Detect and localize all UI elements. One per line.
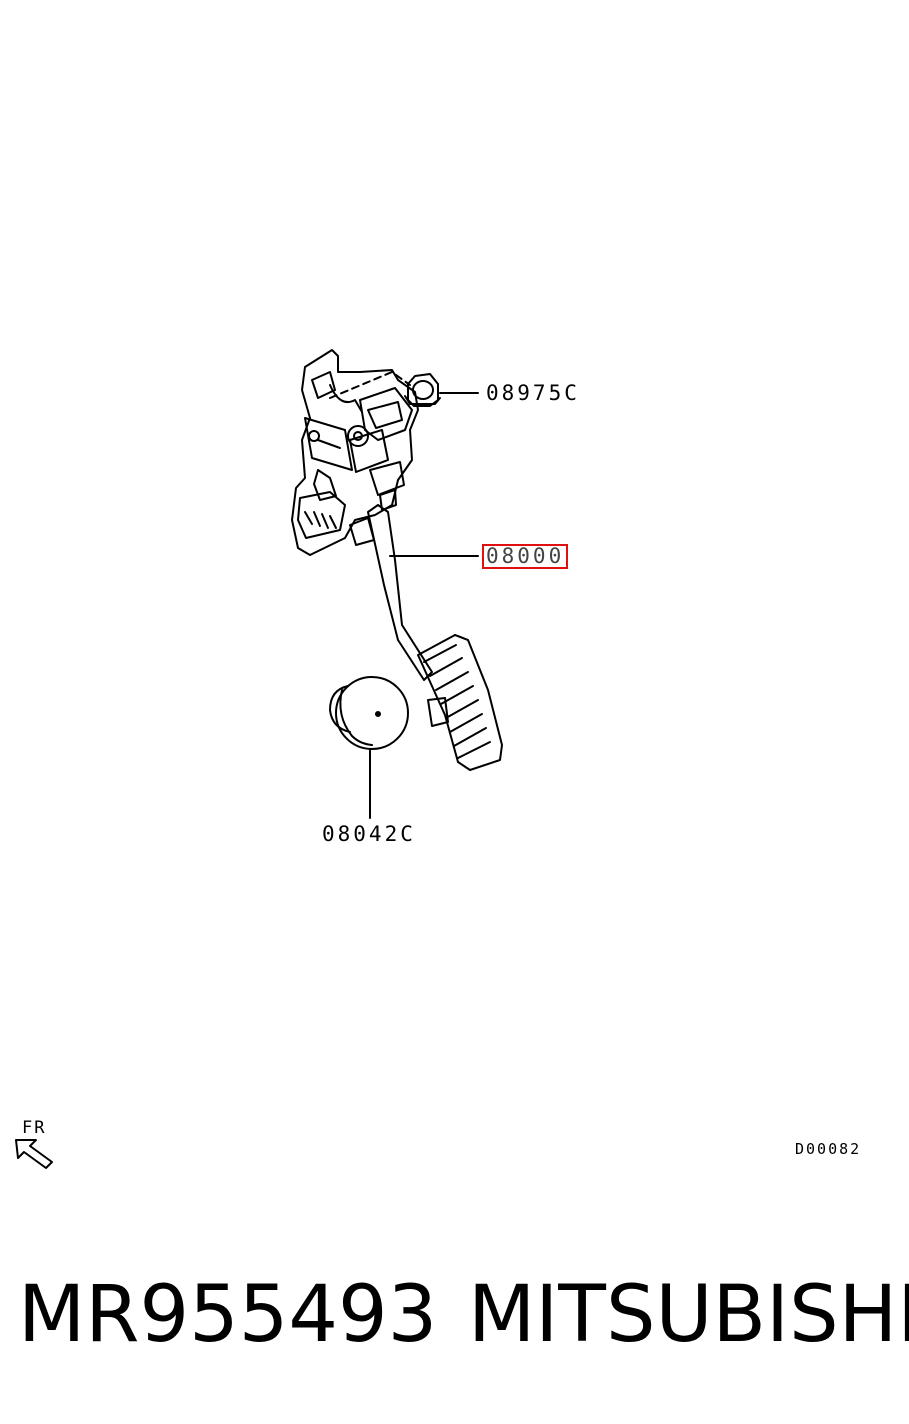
pedal-arm [349,504,433,681]
diagram-code: D00082 [795,1140,862,1158]
footer: MR955493 MITSUBISHI [18,1276,909,1354]
footer-brand: MITSUBISHI [468,1270,909,1360]
part-label-pedal-assembly[interactable]: 08000 [481,544,569,569]
pedal-pad [417,634,503,771]
footer-part-number: MR955493 [18,1270,438,1360]
front-direction-arrow [15,1139,53,1169]
pedal-stopper [329,676,409,750]
flange-nut [404,373,441,407]
part-label-nut[interactable]: 08975C [486,381,580,405]
pedal-bracket [291,349,419,556]
part-label-stopper[interactable]: 08042C [322,822,416,846]
front-direction-label: FR [22,1118,47,1138]
